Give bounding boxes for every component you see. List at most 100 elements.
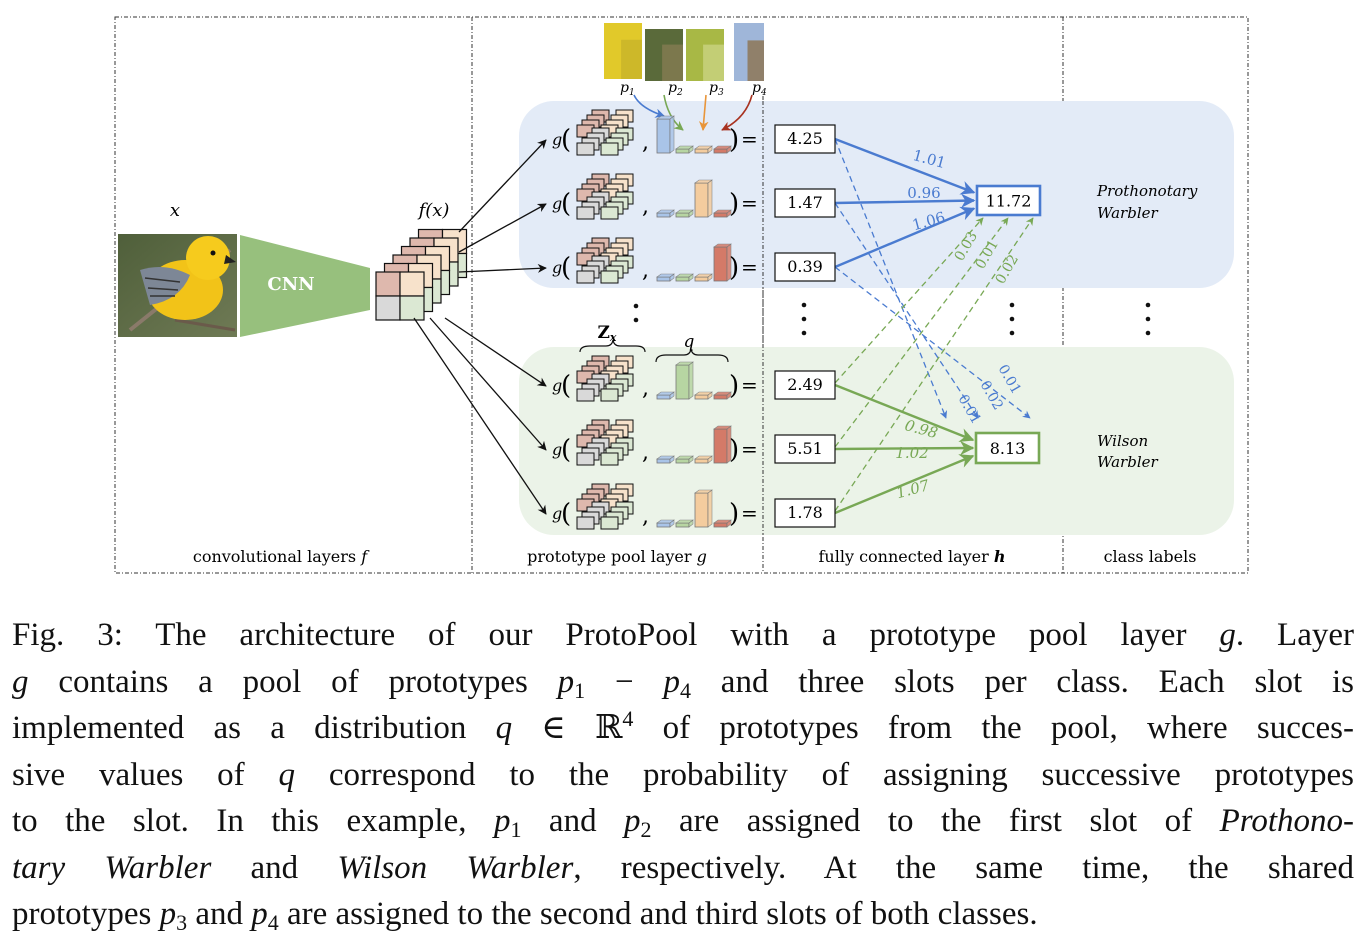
- weight-label: 1.02: [895, 444, 928, 462]
- similarity-value: 1.78: [787, 503, 823, 522]
- caption-line: prototypes p3 and p4 are assigned to the…: [12, 896, 1038, 935]
- similarity-value: 4.25: [787, 129, 823, 148]
- class-output-box: 11.72: [975, 184, 1042, 217]
- q-bar: [656, 209, 675, 218]
- q-bar: [656, 115, 675, 154]
- prototype-pool-layer: g(,)=g(,)=g(,)=g(,)=g(,)=g(,)=: [552, 109, 758, 530]
- close-paren: ): [729, 499, 739, 529]
- caption-line: to the slot. In this example, p1 and p2 …: [12, 803, 1354, 842]
- close-paren: ): [729, 125, 739, 155]
- cross-connection: [834, 202, 979, 419]
- feature-arrow: [458, 203, 547, 253]
- feature-arrow: [458, 263, 547, 273]
- open-paren: (: [561, 253, 571, 283]
- equals-sign: =: [741, 373, 758, 397]
- zx-label: Z: [598, 323, 610, 343]
- q-distribution: [656, 361, 732, 400]
- q-bar: [656, 519, 675, 528]
- q-bar: [694, 489, 713, 528]
- close-paren: ): [729, 253, 739, 283]
- feature-arrow: [458, 139, 547, 233]
- cross-connection: [834, 217, 1009, 448]
- q-label: q: [684, 332, 695, 352]
- ellipsis-dots: [633, 302, 1151, 336]
- equals-sign: =: [741, 501, 758, 525]
- prototype-1: p1: [604, 23, 665, 118]
- q-distribution: [656, 179, 732, 218]
- g-function-label: g: [552, 194, 562, 213]
- q-bar: [713, 519, 732, 528]
- svg-text:Zx: Zx: [598, 323, 617, 344]
- cnn-label: CNN: [267, 274, 314, 295]
- zx-stack-icon: [576, 109, 634, 156]
- zx-subscript: x: [609, 331, 617, 344]
- q-bar: [675, 145, 694, 154]
- cnn-block: [240, 235, 370, 337]
- similarity-box: 1.47: [774, 188, 836, 218]
- q-bar: [713, 391, 732, 400]
- cross-connection: [834, 138, 948, 419]
- class-output-value: 11.72: [986, 192, 1032, 211]
- cross-connection: [834, 217, 984, 384]
- g-function-label: g: [552, 440, 562, 459]
- weight-connection: [834, 137, 976, 195]
- caption-line: sive values of q correspond to the proba…: [12, 756, 1354, 793]
- caption-line: g contains a pool of prototypes p1 − p4 …: [12, 663, 1354, 703]
- feature-label: f(x): [417, 200, 450, 221]
- slot-row: g(,)=: [552, 109, 758, 156]
- q-bar: [675, 209, 694, 218]
- weight-connection: [834, 206, 976, 269]
- class-label-2-line1: Wilson: [1097, 432, 1148, 450]
- equals-sign: =: [741, 437, 758, 461]
- feature-arrow: [429, 317, 547, 451]
- prototype-label: p3: [709, 80, 724, 98]
- feature-arrow: [413, 317, 547, 515]
- prototype-4: p4: [721, 23, 767, 131]
- slot-row: g(,)=: [552, 237, 758, 284]
- q-bar: [656, 391, 675, 400]
- similarity-value: 5.51: [787, 439, 823, 458]
- open-paren: (: [561, 189, 571, 219]
- prototype-label: p2: [668, 80, 683, 98]
- weight-connection: [834, 440, 975, 456]
- open-paren: (: [561, 125, 571, 155]
- prototype-2: p2: [645, 29, 684, 131]
- similarity-value: 2.49: [787, 375, 823, 394]
- q-bar: [675, 519, 694, 528]
- q-bar: [656, 455, 675, 464]
- caption-line: Fig. 3: The architecture of our ProtoPoo…: [12, 617, 1354, 653]
- q-distribution: [656, 489, 732, 528]
- similarity-box: 4.25: [774, 124, 836, 154]
- q-bar: [713, 243, 732, 282]
- weight-label: 0.96: [907, 184, 940, 202]
- q-brace: q: [655, 332, 729, 363]
- equals-sign: =: [741, 255, 758, 279]
- zx-stack-icon: [576, 173, 634, 220]
- open-paren: (: [561, 435, 571, 465]
- similarity-value: 0.39: [787, 257, 823, 276]
- class-label-1-line2: Warbler: [1097, 204, 1159, 222]
- slot-row: g(,)=: [552, 173, 758, 220]
- feature-to-slot-arrows: [413, 139, 547, 515]
- q-distribution: [656, 115, 732, 154]
- feature-map: [375, 271, 425, 321]
- g-function-label: g: [552, 504, 562, 523]
- g-function-label: g: [552, 376, 562, 395]
- class-label-1-line1: Prothonotary: [1096, 182, 1198, 200]
- zx-brace: Zx: [579, 323, 646, 353]
- q-bar: [675, 273, 694, 282]
- similarity-box: 2.49: [774, 370, 836, 400]
- g-function-label: g: [552, 130, 562, 149]
- section-label-conv: convolutional layers f: [193, 547, 370, 566]
- q-bar: [694, 179, 713, 218]
- q-distribution: [656, 425, 732, 464]
- section-label-fc: fully connected layer h: [819, 547, 1006, 566]
- cross-connection: [834, 217, 1034, 512]
- section-label-pool: prototype pool layer g: [527, 547, 707, 566]
- weight-connection: [834, 454, 975, 515]
- caption-line: tary Warbler and Wilson Warbler, respect…: [12, 849, 1354, 886]
- g-function-label: g: [552, 258, 562, 277]
- q-bar: [694, 273, 713, 282]
- q-bar: [694, 455, 713, 464]
